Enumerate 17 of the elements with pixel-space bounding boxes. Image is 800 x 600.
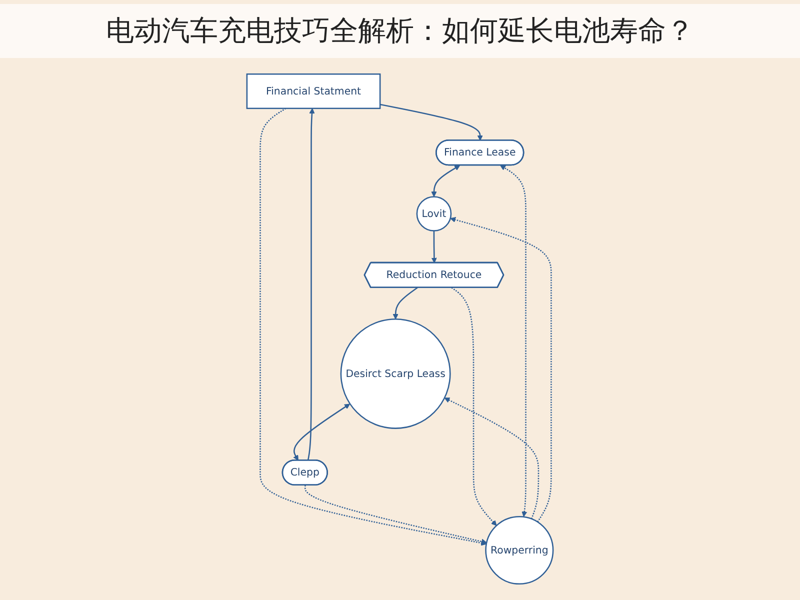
arrow xyxy=(307,108,315,461)
node-circle: Rowperring xyxy=(485,516,554,585)
arrow xyxy=(293,404,350,461)
arrow xyxy=(450,217,552,522)
arrow xyxy=(431,230,437,264)
node-circle: Lovit xyxy=(416,196,452,232)
arrow xyxy=(392,287,418,320)
arrow xyxy=(444,398,540,520)
title: 电动汽车充电技巧全解析：如何延长电池寿命？ xyxy=(0,4,800,58)
node-box: Financial Statment xyxy=(246,73,381,110)
arrow xyxy=(451,287,497,526)
arrow xyxy=(260,108,487,546)
arrow xyxy=(304,485,487,544)
arrow xyxy=(500,165,528,517)
node-circle: Desirct Scarp Leass xyxy=(340,318,451,429)
arrow xyxy=(431,165,460,197)
arrow xyxy=(380,104,483,141)
